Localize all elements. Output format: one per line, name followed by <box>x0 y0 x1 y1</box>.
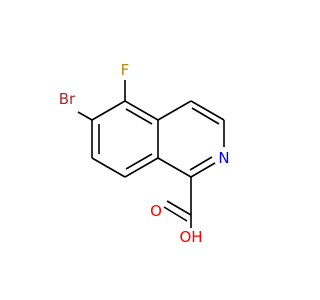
atom-fluorine: F <box>121 61 130 79</box>
atom-bromine: Br <box>59 90 76 108</box>
bond-n-c1 <box>190 162 216 178</box>
atom-labels: Br F N O OH <box>59 61 230 246</box>
bond-c1-c8a <box>157 157 192 178</box>
molecule-diagram: Br F N O OH <box>59 61 230 246</box>
atom-carbonyl-oxygen: O <box>150 202 162 220</box>
atom-hydroxyl: OH <box>179 228 202 246</box>
bond-c4a-c5 <box>124 100 159 121</box>
bond-c4-c3 <box>190 100 225 121</box>
bond-c8-c8a <box>124 157 159 178</box>
bond-c4a-c4 <box>157 100 192 121</box>
bond-c6-br <box>77 111 93 121</box>
bond-c-o-double-b <box>163 206 188 222</box>
bond-c4-c3-inner <box>191 107 220 125</box>
bond-c-o-double-a <box>166 200 192 216</box>
bond-n-c1-inner <box>189 156 213 171</box>
bond-c8-c8a-inner <box>125 153 153 170</box>
bond-c7-c8 <box>91 157 126 178</box>
bond-c5-c6 <box>91 100 126 121</box>
bonds <box>77 80 225 228</box>
bond-c4a-c5-inner <box>125 108 153 125</box>
atom-nitrogen: N <box>218 149 229 167</box>
